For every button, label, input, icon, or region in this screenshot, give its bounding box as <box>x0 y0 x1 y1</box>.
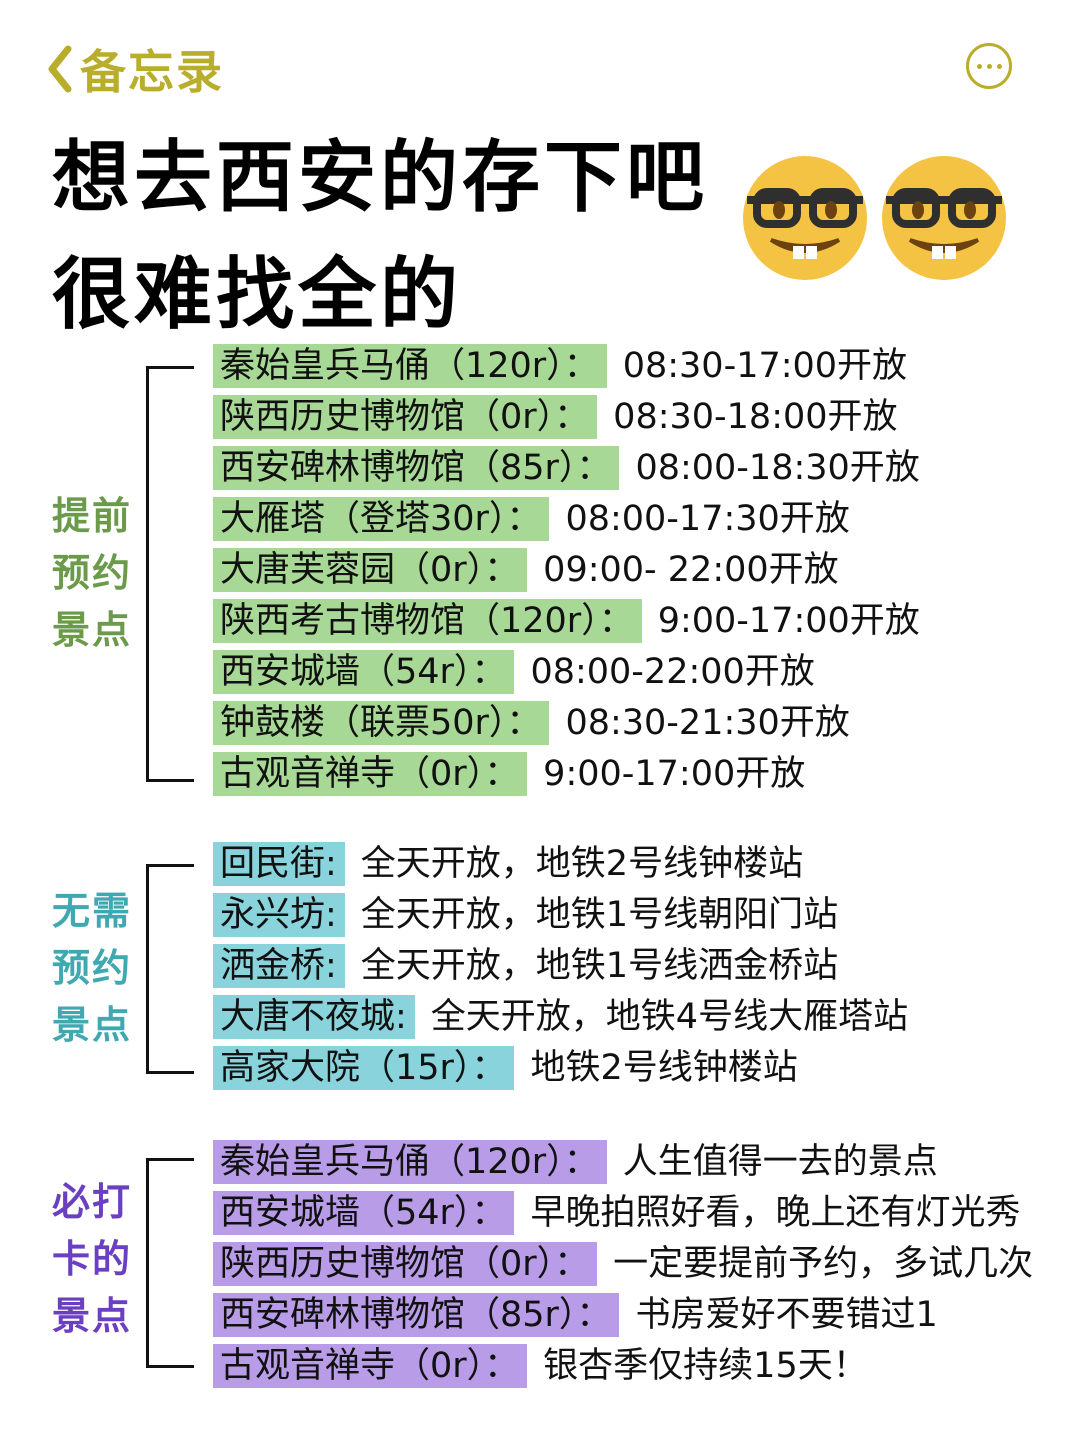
bracket-line <box>146 366 194 782</box>
attraction-info: 全天开放，地铁2号线钟楼站 <box>360 843 804 884</box>
attraction-name: 回民街: <box>213 841 345 886</box>
list-item: 陕西历史博物馆（0r）： 一定要提前予约，多试几次 <box>213 1238 1033 1289</box>
category-label: 无需 预约 景点 <box>52 883 142 1054</box>
note-title-line-2: 很难找全的 <box>52 250 463 340</box>
attraction-name: 西安碑林博物馆（85r）： <box>213 445 620 490</box>
list-item: 古观音禅寺（0r）： 9:00-17:00开放 <box>213 748 920 799</box>
back-button[interactable]: 备忘录 <box>44 36 224 102</box>
attraction-info: 地铁2号线钟楼站 <box>530 1047 798 1088</box>
attraction-info: 08:00-18:30开放 <box>635 447 920 488</box>
list-item: 大唐不夜城: 全天开放，地铁4号线大雁塔站 <box>213 991 908 1042</box>
attraction-name: 洒金桥: <box>213 943 345 988</box>
attraction-name: 陕西历史博物馆（0r）： <box>213 394 598 439</box>
list-item: 大雁塔（登塔30r）： 08:00-17:30开放 <box>213 493 920 544</box>
attraction-name: 古观音禅寺（0r）： <box>213 751 528 796</box>
category-line: 预约 <box>52 551 133 595</box>
attraction-info: 全天开放，地铁1号线朝阳门站 <box>360 894 839 935</box>
list-item: 陕西历史博物馆（0r）： 08:30-18:00开放 <box>213 391 920 442</box>
list-item: 秦始皇兵马俑（120r）： 人生值得一去的景点 <box>213 1136 1033 1187</box>
attraction-list: 秦始皇兵马俑（120r）： 08:30-17:00开放 陕西历史博物馆（0r）： 0… <box>213 340 920 799</box>
list-item: 大唐芙蓉园（0r）： 09:00- 22:00开放 <box>213 544 920 595</box>
dot <box>976 63 982 69</box>
attraction-name: 陕西历史博物馆（0r）： <box>213 1241 598 1286</box>
attraction-name: 永兴坊: <box>213 892 345 937</box>
attraction-note: 书房爱好不要错过1 <box>635 1294 938 1335</box>
attraction-info: 08:30-18:00开放 <box>613 396 898 437</box>
nerd-face-emoji-icon <box>882 156 1006 280</box>
attraction-list: 秦始皇兵马俑（120r）： 人生值得一去的景点 西安城墙（54r）： 早晚拍照好看，… <box>213 1136 1033 1391</box>
attraction-name: 大唐芙蓉园（0r）： <box>213 547 528 592</box>
attraction-name: 大雁塔（登塔30r）： <box>213 496 550 541</box>
attraction-name: 古观音禅寺（0r）： <box>213 1343 528 1388</box>
attraction-info: 全天开放，地铁4号线大雁塔站 <box>430 996 909 1037</box>
category-line: 景点 <box>52 1294 133 1338</box>
attraction-list: 回民街: 全天开放，地铁2号线钟楼站 永兴坊: 全天开放，地铁1号线朝阳门站 洒金桥… <box>213 838 908 1093</box>
attraction-name: 大唐不夜城: <box>213 994 415 1039</box>
list-item: 永兴坊: 全天开放，地铁1号线朝阳门站 <box>213 889 908 940</box>
attraction-name: 秦始皇兵马俑（120r）： <box>213 343 607 388</box>
category-line: 景点 <box>52 608 133 652</box>
list-item: 西安城墙（54r）： 早晚拍照好看，晚上还有灯光秀 <box>213 1187 1033 1238</box>
more-options-button[interactable] <box>966 43 1012 89</box>
attraction-name: 秦始皇兵马俑（120r）： <box>213 1139 607 1184</box>
bracket-line <box>146 864 194 1074</box>
category-line: 预约 <box>52 946 133 990</box>
category-label: 必打 卡的 景点 <box>52 1174 142 1345</box>
bracket-line <box>146 1158 194 1368</box>
attraction-info: 9:00-17:00开放 <box>543 753 806 794</box>
dot <box>996 63 1002 69</box>
attraction-note: 一定要提前予约，多试几次 <box>613 1243 1034 1284</box>
list-item: 高家大院（15r）： 地铁2号线钟楼站 <box>213 1042 908 1093</box>
chevron-left-icon <box>48 45 72 93</box>
attraction-info: 08:00-17:30开放 <box>565 498 850 539</box>
attraction-note: 银杏季仅持续15天！ <box>543 1345 868 1386</box>
list-item: 西安碑林博物馆（85r）： 书房爱好不要错过1 <box>213 1289 1033 1340</box>
note-title-line-1: 想去西安的存下吧 <box>52 133 709 223</box>
list-item: 陕西考古博物馆（120r）： 9:00-17:00开放 <box>213 595 920 646</box>
list-item: 回民街: 全天开放，地铁2号线钟楼站 <box>213 838 908 889</box>
attraction-note: 人生值得一去的景点 <box>622 1141 938 1182</box>
category-line: 无需 <box>52 889 133 933</box>
category-line: 提前 <box>52 494 133 538</box>
category-line: 卡的 <box>52 1237 133 1281</box>
list-item: 钟鼓楼（联票50r）： 08:30-21:30开放 <box>213 697 920 748</box>
attraction-info: 09:00- 22:00开放 <box>543 549 839 590</box>
attraction-info: 9:00-17:00开放 <box>657 600 920 641</box>
attraction-info: 08:00-22:00开放 <box>530 651 815 692</box>
attraction-name: 钟鼓楼（联票50r）： <box>213 700 550 745</box>
attraction-name: 陕西考古博物馆（120r）： <box>213 598 642 643</box>
list-item: 西安城墙（54r）： 08:00-22:00开放 <box>213 646 920 697</box>
list-item: 西安碑林博物馆（85r）： 08:00-18:30开放 <box>213 442 920 493</box>
navigation-bar: 备忘录 <box>0 0 1080 110</box>
back-label: 备忘录 <box>80 45 224 99</box>
attraction-name: 高家大院（15r）： <box>213 1045 515 1090</box>
attraction-note: 早晚拍照好看，晚上还有灯光秀 <box>530 1192 1021 1233</box>
attraction-info: 08:30-21:30开放 <box>565 702 850 743</box>
attraction-info: 08:30-17:00开放 <box>622 345 908 386</box>
category-line: 景点 <box>52 1003 133 1047</box>
list-item: 洒金桥: 全天开放，地铁1号线洒金桥站 <box>213 940 908 991</box>
attraction-name: 西安城墙（54r）： <box>213 649 515 694</box>
nerd-face-emoji-icon <box>743 156 867 280</box>
attraction-name: 西安碑林博物馆（85r）： <box>213 1292 620 1337</box>
category-line: 必打 <box>52 1180 133 1224</box>
attraction-info: 全天开放，地铁1号线洒金桥站 <box>360 945 839 986</box>
dot <box>986 63 992 69</box>
category-label: 提前 预约 景点 <box>52 488 142 659</box>
list-item: 古观音禅寺（0r）： 银杏季仅持续15天！ <box>213 1340 1033 1391</box>
attraction-name: 西安城墙（54r）： <box>213 1190 515 1235</box>
list-item: 秦始皇兵马俑（120r）： 08:30-17:00开放 <box>213 340 920 391</box>
